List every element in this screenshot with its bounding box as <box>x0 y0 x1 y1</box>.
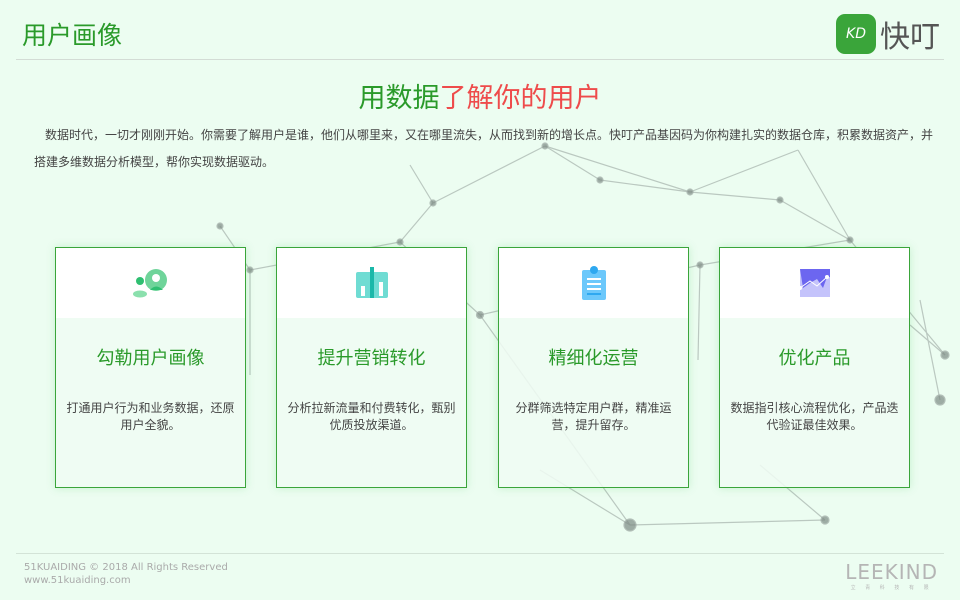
bar-chart-icon <box>355 267 388 298</box>
footer-info: 51KUAIDING © 2018 All Rights Reserved ww… <box>24 561 228 587</box>
leekind-brand: LEEKIND <box>845 560 938 584</box>
feature-card-user-profile: 勾勒用户画像 打通用户行为和业务数据，还原用户全貌。 <box>55 247 246 488</box>
brand-logo: KD 快叮 <box>836 12 940 56</box>
card-title: 提升营销转化 <box>317 348 426 369</box>
headline-green: 用数据 <box>358 83 440 114</box>
leekind-sub: 立 青 科 技 有 限 <box>850 585 933 591</box>
headline-red: 了解你的用户 <box>439 83 602 114</box>
card-title: 精细化运营 <box>548 348 639 369</box>
card-desc: 打通用户行为和业务数据，还原用户全貌。 <box>66 401 235 432</box>
logo-mark-icon: KD <box>836 14 876 54</box>
leekind-logo: LEEKIND 立 青 科 技 有 限 <box>845 560 938 591</box>
line-chart-icon <box>797 269 830 297</box>
logo-text: 快叮 <box>880 20 940 55</box>
card-desc: 分析拉新流量和付费转化，甄别优质投放渠道。 <box>287 401 456 432</box>
headline: 用数据了解你的用户 <box>0 76 960 115</box>
card-title: 勾勒用户画像 <box>96 348 205 369</box>
footer-divider <box>16 553 944 554</box>
card-desc: 分群筛选特定用户群，精准运营，提升留存。 <box>515 401 672 432</box>
feature-card-product: 优化产品 数据指引核心流程优化，产品迭代验证最佳效果。 <box>719 247 910 488</box>
feature-card-marketing: 提升营销转化 分析拉新流量和付费转化，甄别优质投放渠道。 <box>276 247 467 488</box>
feature-card-operations: 精细化运营 分群筛选特定用户群，精准运营，提升留存。 <box>498 247 689 488</box>
website-link[interactable]: www.51kuaiding.com <box>24 575 131 586</box>
intro-paragraph: 数据时代，一切才刚刚开始。你需要了解用户是谁，他们从哪里来，又在哪里流失，从而找… <box>34 128 934 169</box>
card-desc: 数据指引核心流程优化，产品迭代验证最佳效果。 <box>730 401 899 432</box>
copyright-text: 51KUAIDING © 2018 All Rights Reserved <box>24 562 228 573</box>
header-divider <box>16 59 944 60</box>
card-title: 优化产品 <box>778 348 851 369</box>
clipboard-icon <box>581 266 606 300</box>
user-profile-icon <box>132 269 167 298</box>
page-title: 用户画像 <box>22 21 123 50</box>
